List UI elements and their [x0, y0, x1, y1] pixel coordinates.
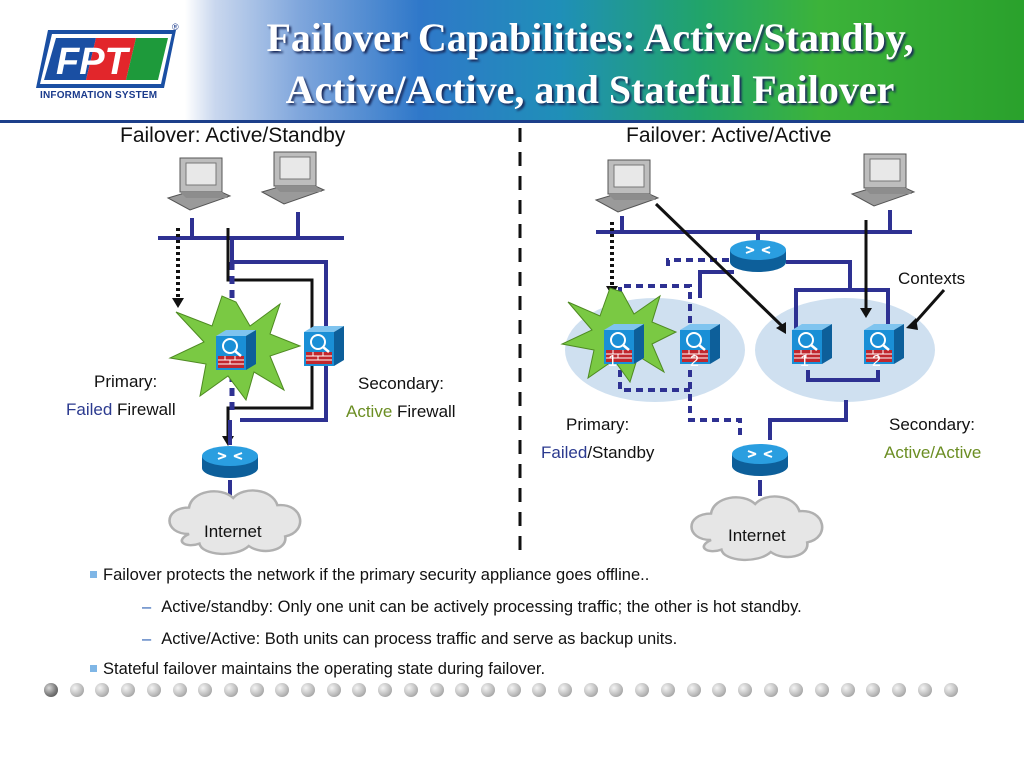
dash-marker: –: [142, 598, 152, 616]
slide-dot-icon: [95, 683, 110, 697]
slide-dot-icon: [249, 683, 264, 697]
slide-dot-icon: [917, 683, 932, 697]
registered-mark: ®: [172, 22, 179, 32]
router-icon: [201, 445, 259, 479]
workstation-icon: [851, 153, 915, 207]
context-number: 2: [872, 353, 881, 370]
slide-dot-icon: [326, 683, 341, 697]
context-number: 1: [800, 353, 809, 370]
slide-dot-icon: [660, 683, 675, 697]
standby-text: /Standby: [587, 443, 655, 462]
slide-dot-icon: [223, 683, 238, 697]
slide-dot-icon: [455, 683, 470, 697]
logo-caption: INFORMATION SYSTEM: [40, 90, 158, 101]
router-icon: [731, 443, 789, 477]
bullet-text: Failover protects the network if the pri…: [103, 566, 650, 584]
slide-dot-icon: [558, 683, 572, 697]
slide-dot-icon: [866, 683, 881, 697]
slide-dot-icon: [763, 683, 778, 697]
active-text: Active: [346, 402, 393, 421]
slide-dot-icon: [429, 683, 444, 697]
workstation-icon: [595, 159, 659, 213]
slide-dot-icon: [403, 683, 418, 697]
right-primary-status: Failed/Standby: [541, 443, 654, 463]
context-number: 1: [608, 353, 617, 370]
slide-title-line-1: Failover Capabilities: Active/Standby,: [266, 15, 914, 60]
slide-title-line-2: Active/Active, and Stateful Failover: [285, 67, 895, 112]
right-cloud-label: Internet: [728, 526, 786, 545]
sub-bullet-item: –Active/Active: Both units can process t…: [142, 630, 677, 649]
left-secondary-label: Secondary:: [358, 374, 444, 393]
right-secondary-label: Secondary:: [889, 415, 975, 434]
slide-dot-icon: [686, 683, 701, 697]
left-secondary-status: Active Firewall: [346, 402, 456, 422]
slide-dot-icon: [44, 683, 58, 697]
right-secondary-status: Active/Active: [884, 443, 982, 462]
slide-dot-icon: [352, 683, 367, 697]
sub-bullet-text: Active/Active: Both units can process tr…: [161, 630, 678, 648]
fpt-logo-icon: FPT ®: [36, 22, 179, 88]
slide-dot-icon: [172, 683, 187, 697]
slide-dot-icon: [840, 683, 855, 697]
right-heading: Failover: Active/Active: [626, 124, 832, 147]
workstation-icon: [167, 157, 231, 211]
bullet-item: Stateful failover maintains the operatin…: [90, 660, 545, 679]
bullet-text: Stateful failover maintains the operatin…: [103, 660, 546, 678]
slide-dot-icon: [737, 683, 752, 697]
bullet-square-icon: [90, 571, 97, 578]
firewall-icon: [214, 328, 258, 372]
sub-bullet-text: Active/standby: Only one unit can be act…: [161, 598, 802, 616]
firewall-icon: [790, 322, 834, 366]
slide-dot-icon: [892, 683, 907, 697]
slide-dots: [44, 683, 994, 699]
firewall-icon: [862, 322, 906, 366]
right-network: [596, 202, 946, 496]
slide-dot-icon: [121, 683, 136, 697]
slide-dot-icon: [943, 683, 958, 697]
slide-dot-icon: [198, 683, 213, 697]
firewall-icon: [678, 322, 722, 366]
slide-dot-icon: [712, 683, 727, 697]
header-divider: [0, 120, 1024, 123]
left-primary-label: Primary:: [94, 372, 158, 391]
slide-dot-icon: [146, 683, 161, 697]
firewall-text: Firewall: [112, 400, 176, 419]
slide-dot-icon: [301, 683, 315, 697]
context-bubble-secondary: [755, 298, 935, 402]
firewall-text: Firewall: [392, 402, 456, 421]
slide-dot-icon: [275, 683, 290, 697]
left-heading: Failover: Active/Standby: [120, 124, 346, 147]
slide-dot-icon: [789, 683, 804, 697]
bullet-square-icon: [90, 665, 97, 672]
slide-dot-icon: [609, 683, 624, 697]
slide-dot-icon: [635, 683, 650, 697]
slide-dot-icon: [532, 683, 547, 697]
dash-marker: –: [142, 630, 152, 648]
left-cloud-label: Internet: [204, 522, 262, 541]
firewall-icon: [302, 324, 346, 368]
slide-dot-icon: [583, 683, 598, 697]
slide-dot-icon: [480, 683, 495, 697]
context-number: 2: [690, 353, 699, 370]
slide-header: [0, 0, 1024, 122]
contexts-label: Contexts: [898, 269, 966, 288]
logo-letters: FPT: [56, 41, 131, 83]
slide-dot-icon: [69, 683, 84, 697]
workstation-icon: [261, 151, 325, 205]
bullet-item: Failover protects the network if the pri…: [90, 566, 649, 585]
slide-dot-icon: [378, 683, 393, 697]
slide-dot-icon: [506, 683, 521, 697]
left-primary-status: Failed Firewall: [66, 400, 176, 420]
sub-bullet-item: –Active/standby: Only one unit can be ac…: [142, 598, 802, 617]
right-primary-label: Primary:: [566, 415, 630, 434]
router-icon: [729, 239, 787, 273]
failed-text: Failed: [541, 443, 588, 462]
slide-dot-icon: [815, 683, 829, 697]
failed-text: Failed: [66, 400, 113, 419]
